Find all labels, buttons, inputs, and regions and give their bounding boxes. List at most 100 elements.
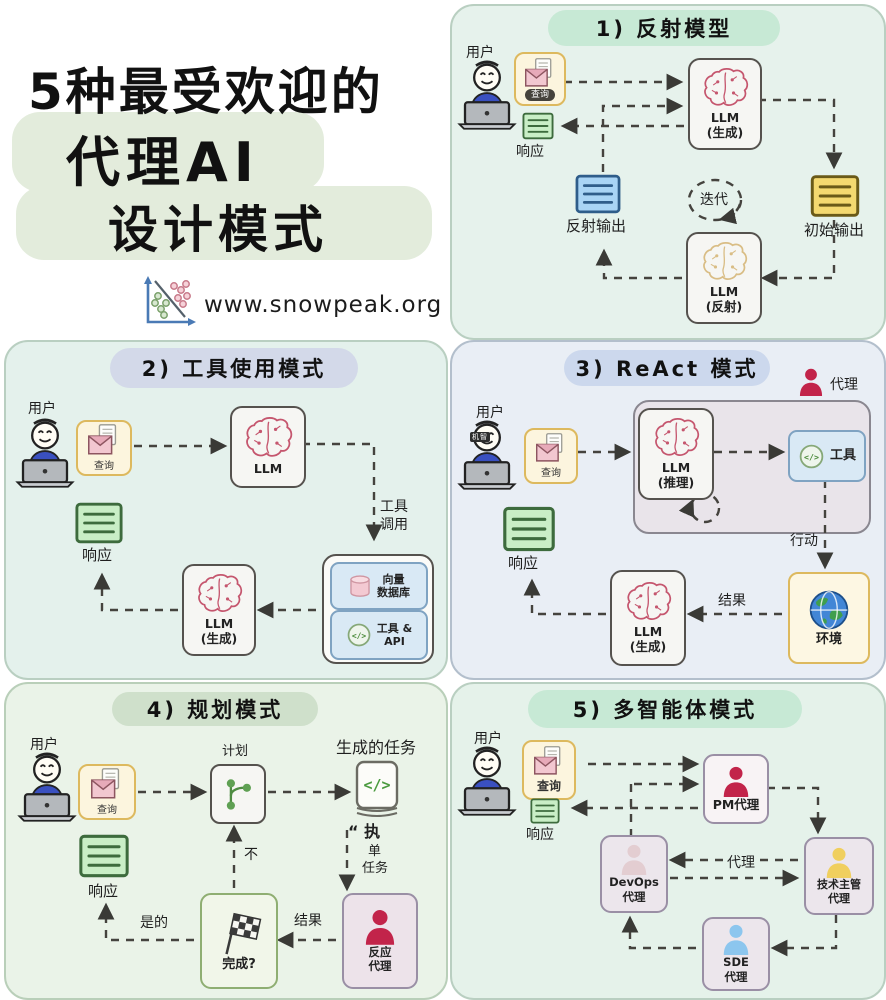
code-icon	[346, 622, 372, 648]
no-label: 不	[244, 847, 258, 863]
user-label: 用户	[466, 45, 494, 61]
sde-agent-node: SDE 代理	[702, 917, 770, 991]
envelope-icon	[532, 746, 566, 776]
vector-db-node: 向量数据库	[330, 562, 428, 610]
llm-label: LLM	[633, 623, 663, 639]
response-doc-icon	[522, 112, 554, 140]
tool-call-label: 工具调用	[380, 499, 408, 534]
techlead-agent-node: 技术主管 代理	[804, 837, 874, 915]
query-envelope: 查询	[76, 420, 132, 476]
llm-role-label: (生成)	[200, 631, 238, 646]
llm-label: LLM	[204, 615, 234, 631]
query-label: 查询	[536, 779, 561, 793]
query-envelope: 查询	[522, 740, 576, 800]
envelope-icon	[86, 424, 122, 456]
agent-person-icon	[825, 847, 853, 878]
page-title-line3: 设计模式	[108, 201, 328, 259]
result-label: 结果	[294, 913, 322, 929]
exec-task-line2: 单	[368, 844, 382, 859]
response-doc-icon	[500, 506, 558, 552]
panel-4-header: 4) 规划模式	[112, 692, 318, 726]
yes-label: 是的	[140, 915, 168, 931]
user-icon	[454, 744, 520, 816]
user-icon	[454, 58, 520, 130]
initial-output-doc-icon	[810, 174, 860, 218]
git-branch-icon	[222, 776, 254, 812]
devops-agent-node: DevOps 代理	[600, 835, 668, 913]
reflect-output-label: 反射输出	[566, 217, 627, 235]
reflect-output-doc-icon	[574, 174, 622, 214]
panel-2-header: 2) 工具使用模式	[110, 348, 358, 388]
query-label: 查询	[97, 805, 117, 816]
exec-task-line1: “ 执	[348, 822, 381, 841]
done-check-node: 完成?	[200, 893, 278, 989]
llm-role-label: (生成)	[629, 639, 667, 654]
done-label: 完成?	[222, 957, 256, 973]
iterate-label: 迭代	[700, 192, 728, 208]
agent-label: 代理	[830, 377, 858, 393]
agent-person-icon	[364, 909, 396, 945]
panel-3-header: 3) ReAct 模式	[564, 350, 770, 386]
page-title-line1: 5种最受欢迎的	[28, 63, 384, 121]
user-icon	[12, 416, 78, 488]
envelope-icon	[534, 433, 568, 463]
query-envelope: 查询	[514, 52, 566, 106]
arrows-layer	[93, 437, 383, 619]
brain-icon	[701, 68, 749, 110]
user-face-text: 机智	[470, 432, 490, 442]
envelope-icon	[523, 58, 557, 88]
llm-label: LLM	[253, 461, 283, 477]
generated-tasks-label: 生成的任务	[336, 738, 417, 757]
response-doc-icon	[530, 798, 560, 824]
envelope-icon	[89, 768, 125, 800]
response-label: 响应	[88, 882, 119, 900]
panel-react: 3) ReAct 模式 代理 用户 机智 查询 LLM (推理) 工具 响应 行…	[450, 340, 886, 680]
user-icon	[14, 750, 80, 822]
database-icon	[348, 574, 372, 599]
llm-role-label: (推理)	[657, 475, 695, 490]
response-label: 响应	[516, 144, 544, 160]
environment-node: 环境	[788, 572, 870, 664]
brain-icon	[652, 418, 700, 460]
user-label: 用户	[28, 401, 56, 417]
llm-reflect-node: LLM (反射)	[686, 232, 762, 324]
code-icon	[798, 443, 825, 470]
arrows-layer	[560, 73, 843, 287]
tool-node: 工具	[788, 430, 866, 482]
environment-label: 环境	[815, 631, 842, 647]
llm-generate-node: LLM (生成)	[688, 58, 762, 150]
pm-agent-node: PM代理	[703, 754, 769, 824]
tools-container: 向量数据库 工具 &API	[322, 554, 434, 664]
plan-node	[210, 764, 266, 824]
query-label: 查询	[94, 461, 114, 472]
tools-api-node: 工具 &API	[330, 610, 428, 660]
plan-label: 计划	[222, 744, 249, 759]
scatter-logo-icon	[138, 274, 198, 330]
panel-1-header: 1) 反射模型	[548, 10, 780, 46]
tasks-book-icon	[354, 760, 400, 818]
initial-output-label: 初始输出	[804, 221, 865, 239]
title-highlight	[16, 186, 432, 260]
globe-icon	[807, 588, 851, 632]
llm-role-label: (反射)	[705, 299, 743, 314]
brain-icon	[243, 417, 293, 461]
exec-task-line3: 任务	[362, 861, 389, 876]
llm-label: LLM	[661, 459, 691, 475]
page-title-line2: 代理AI	[66, 131, 260, 194]
agent-person-icon	[798, 368, 824, 396]
response-doc-icon	[74, 834, 134, 878]
response-label: 响应	[508, 554, 539, 572]
user-label: 用户	[476, 405, 504, 421]
response-doc-icon	[68, 502, 130, 544]
llm-role-label: (生成)	[706, 125, 744, 140]
user-label: 用户	[30, 737, 58, 753]
llm-node: LLM	[230, 406, 306, 488]
user-icon	[454, 418, 520, 490]
query-label: 查询	[541, 468, 561, 479]
response-label: 响应	[82, 546, 113, 564]
website-url: www.snowpeak.org	[204, 292, 443, 318]
panel-5-header: 5) 多智能体模式	[528, 690, 802, 728]
llm-generate-node: LLM (生成)	[182, 564, 256, 656]
agent-person-icon	[722, 924, 750, 955]
